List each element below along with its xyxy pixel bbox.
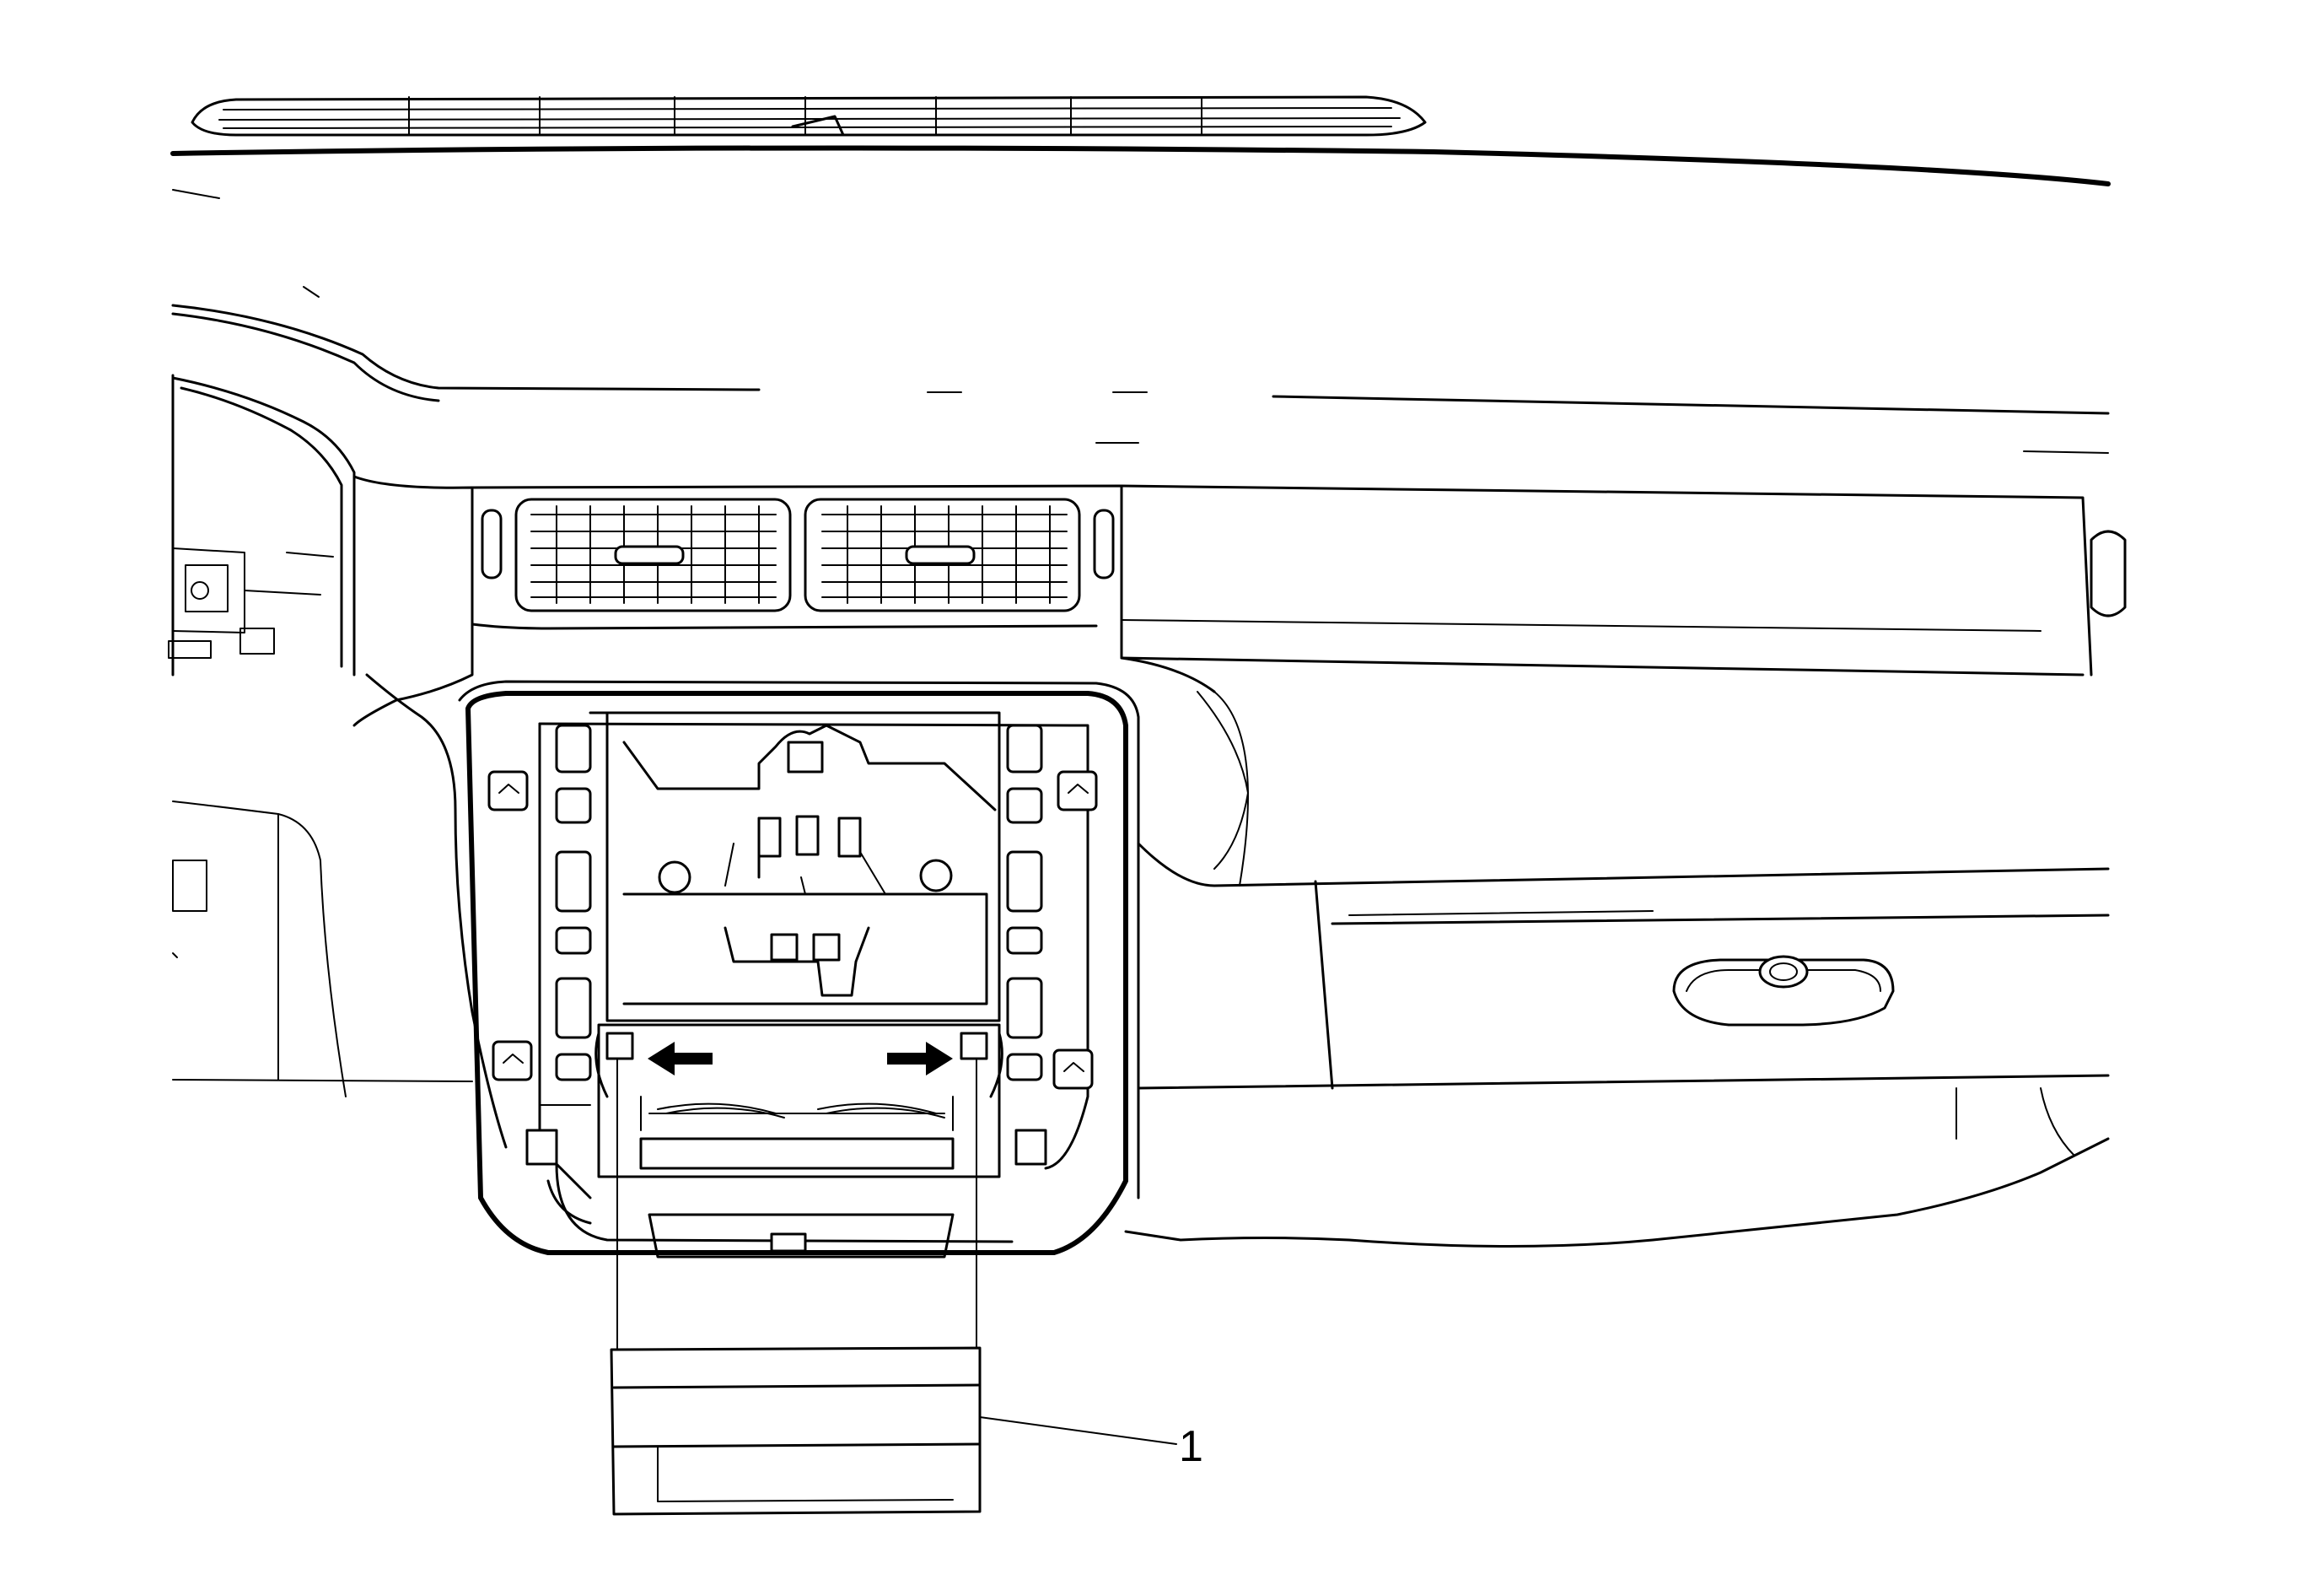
dash-top-edge xyxy=(170,145,2111,186)
radio-mounting-bracket xyxy=(589,711,1001,1022)
glove-box-area xyxy=(1124,842,2110,1248)
instrument-cluster-opening xyxy=(168,374,356,676)
radio-release-slot xyxy=(594,1023,1003,1259)
left-arrow-icon xyxy=(648,1042,713,1075)
right-retaining-clips xyxy=(1006,724,1098,1166)
right-arrow-icon xyxy=(887,1042,953,1075)
left-retaining-clips xyxy=(487,724,592,1166)
radio-opening-bezel xyxy=(458,680,1140,1255)
radio-unit xyxy=(610,1346,982,1516)
callout-label-1: 1 xyxy=(1179,1422,1203,1471)
defrost-vent xyxy=(191,95,1427,137)
callout-leader xyxy=(979,1416,1177,1445)
center-air-vent-bezel xyxy=(471,484,1216,693)
